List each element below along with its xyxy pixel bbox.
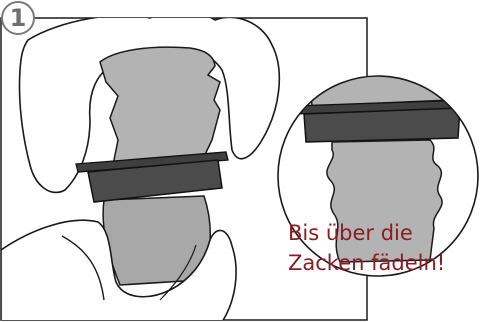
- instruction-caption: Bis über die Zacken fädeln!: [288, 218, 500, 278]
- part-body: [100, 47, 220, 170]
- lens-collar-body: [304, 108, 460, 142]
- caption-line-2: Zacken fädeln!: [288, 248, 500, 278]
- step-number-label: 1: [10, 4, 27, 32]
- step-number-badge: 1: [1, 1, 35, 35]
- caption-line-1: Bis über die: [288, 218, 500, 248]
